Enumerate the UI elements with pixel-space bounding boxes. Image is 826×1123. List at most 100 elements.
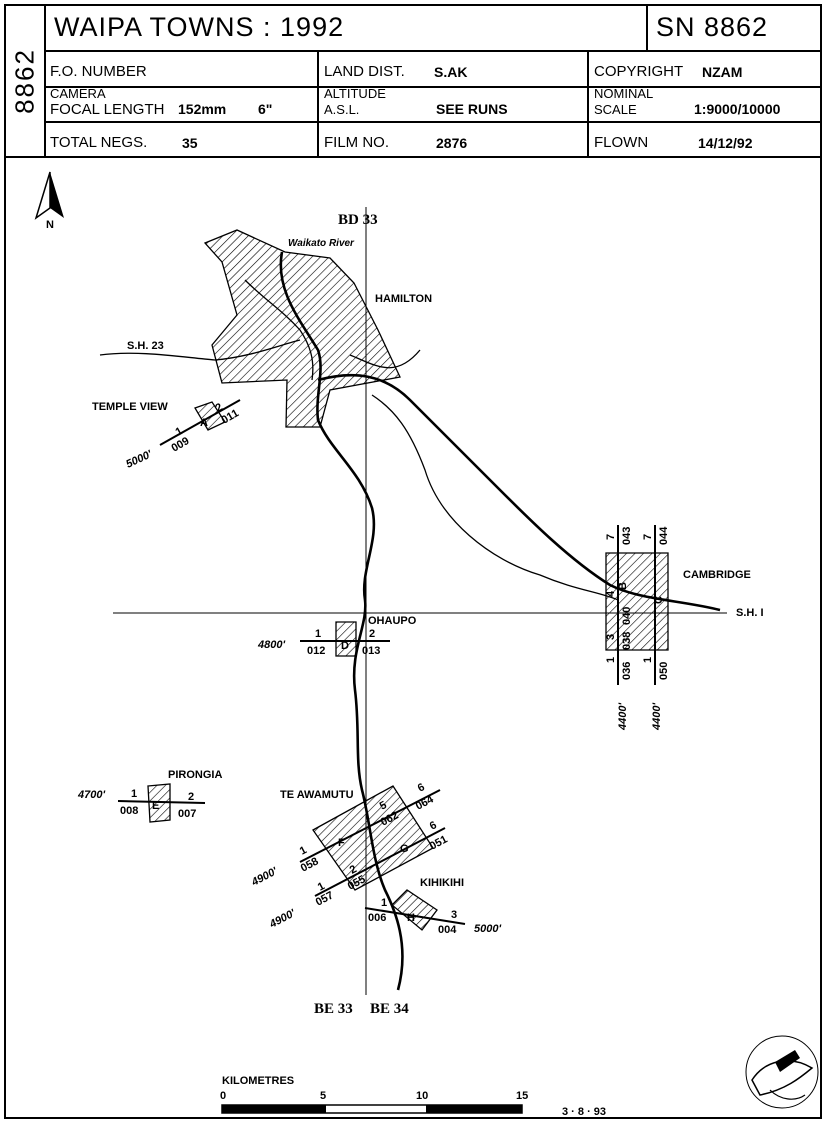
run-h-n1: 1: [381, 897, 387, 909]
fo-number-label: F.O. NUMBER: [50, 63, 147, 80]
place-sh23: S.H. 23: [127, 340, 164, 352]
copyright-value: NZAM: [702, 64, 743, 80]
run-h-f3: 004: [438, 924, 457, 936]
run-g-n1: 1: [316, 880, 327, 893]
run-f-letter: F: [338, 837, 345, 849]
scale-bar-label: KILOMETRES: [222, 1075, 294, 1087]
scale-bar: KILOMETRES 0 5 10 15: [220, 1075, 528, 1114]
run-b-altitude: 4400': [617, 703, 629, 731]
run-e-n2: 2: [188, 791, 194, 803]
run-b-n-low: 3: [605, 634, 617, 640]
map-title: WAIPA TOWNS : 1992: [54, 12, 345, 42]
sortie-number: SN 8862: [656, 12, 769, 42]
run-d-altitude: 4800': [257, 639, 285, 651]
altitude-label: ALTITUDE: [324, 86, 386, 101]
run-c-altitude: 4400': [651, 703, 663, 731]
run-h-n3: 3: [451, 909, 457, 921]
run-e-f2: 007: [178, 808, 196, 820]
run-a-altitude: 5000': [124, 448, 154, 470]
run-b-c: B C 7 043 7 044 4 040 3 038 1 036 1 050 …: [605, 525, 670, 731]
total-negs-label: TOTAL NEGS.: [50, 134, 148, 151]
run-b-n-bot: 1: [605, 657, 617, 663]
run-f-n6: 6: [416, 781, 427, 794]
place-ohaupo: OHAUPO: [368, 615, 417, 627]
focal-length-in: 6": [258, 101, 273, 117]
run-a-n2: 2: [214, 401, 225, 414]
scale-tick-15: 15: [516, 1090, 528, 1102]
run-d-n1: 1: [315, 628, 321, 640]
place-te-awamutu: TE AWAMUTU: [280, 789, 354, 801]
total-negs-value: 35: [182, 135, 198, 151]
river-label: Waikato River: [288, 238, 355, 249]
run-f-f6: 064: [414, 793, 437, 813]
land-dist-value: S.AK: [434, 64, 468, 80]
focal-length-label: FOCAL LENGTH: [50, 101, 165, 118]
land-dist-label: LAND DIST.: [324, 63, 405, 80]
hamilton-coverage-area: [203, 229, 401, 428]
film-no-value: 2876: [436, 135, 468, 151]
scale-tick-5: 5: [320, 1090, 326, 1102]
run-d-n2: 2: [369, 628, 375, 640]
run-f-altitude: 4900': [249, 865, 280, 889]
run-c-n-bot: 1: [642, 657, 654, 663]
map-sheet: 8862 WAIPA TOWNS : 1992 SN 8862 F.O. NUM…: [4, 4, 822, 1119]
run-c-f-top: 044: [658, 526, 670, 545]
title-block: 8862 WAIPA TOWNS : 1992 SN 8862 F.O. NUM…: [6, 6, 820, 158]
run-d-f1: 012: [307, 645, 325, 657]
run-d: D 4800' 1 012 2 013: [257, 621, 390, 657]
date-code: 3 · 8 · 93: [562, 1106, 606, 1118]
altitude-value: SEE RUNS: [436, 101, 508, 117]
run-g-n6: 6: [428, 819, 439, 832]
run-c-n-top: 7: [642, 534, 654, 540]
run-b-f-top: 043: [621, 527, 633, 545]
run-b-f-low: 038: [621, 632, 633, 650]
run-e-f1: 008: [120, 805, 138, 817]
nz-aerial-mapping-logo-icon: [745, 1035, 819, 1109]
camera-label: CAMERA: [50, 86, 106, 101]
run-e: E 4700' 1 008 2 007: [77, 783, 206, 823]
run-h-altitude: 5000': [474, 923, 501, 935]
run-h-letter: H: [407, 912, 415, 924]
run-a-n1: 1: [174, 425, 185, 438]
run-b-f-mid: 040: [621, 607, 633, 625]
run-g-letter: G: [400, 843, 409, 855]
run-e-n1: 1: [131, 788, 137, 800]
scale-label: SCALE: [594, 102, 637, 117]
scale-value: 1:9000/10000: [694, 101, 781, 117]
place-hamilton: HAMILTON: [375, 293, 432, 305]
copyright-label: COPYRIGHT: [594, 63, 684, 80]
grid-label-bottom-left: BE 33: [314, 1001, 353, 1017]
flown-value: 14/12/92: [698, 135, 753, 151]
focal-length-mm: 152mm: [178, 101, 227, 117]
run-f-n5: 5: [378, 799, 389, 812]
run-b-n-mid: 4: [605, 590, 617, 597]
run-d-f2: 013: [362, 645, 380, 657]
run-e-letter: E: [152, 800, 159, 812]
flown-label: FLOWN: [594, 134, 649, 151]
run-f-n1: 1: [298, 844, 309, 857]
north-label: N: [46, 219, 54, 231]
place-kihikihi: KIHIKIHI: [420, 877, 464, 889]
place-sh1: S.H. I: [736, 607, 764, 619]
scale-tick-10: 10: [416, 1090, 428, 1102]
run-g-f1: 057: [314, 889, 336, 908]
run-a-letter: A: [200, 417, 208, 429]
run-h: H 5000' 1 006 3 004: [364, 889, 501, 936]
place-temple-view: TEMPLE VIEW: [92, 401, 168, 413]
asl-label: A.S.L.: [324, 102, 360, 117]
run-g-n2: 2: [348, 863, 359, 876]
run-f-f1: 058: [299, 855, 321, 874]
run-b-f-bot: 036: [621, 662, 633, 680]
place-pirongia: PIRONGIA: [168, 769, 222, 781]
north-arrow-icon: [34, 171, 64, 220]
film-no-label: FILM NO.: [324, 134, 390, 151]
grid-label-top: BD 33: [338, 212, 378, 228]
sheet-code-cell: 8862: [6, 6, 46, 156]
run-c-f-bot: 050: [658, 662, 670, 680]
grid-label-bottom-right: BE 34: [370, 1001, 409, 1017]
run-g-altitude: 4900': [267, 907, 298, 931]
run-e-altitude: 4700': [77, 789, 105, 801]
run-h-f1: 006: [368, 912, 386, 924]
place-cambridge: CAMBRIDGE: [683, 569, 751, 581]
